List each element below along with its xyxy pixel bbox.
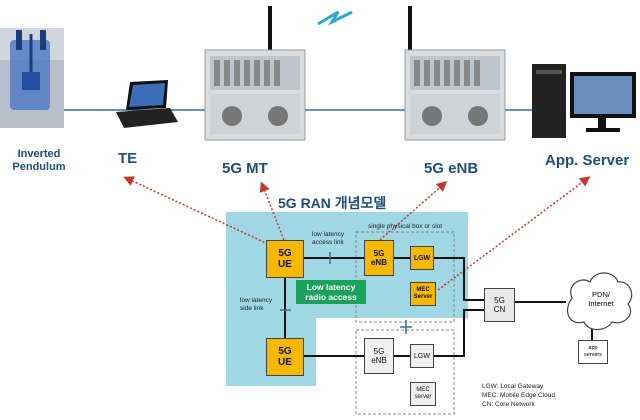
box-lgw-top: LGW xyxy=(410,246,434,270)
single-physical-box xyxy=(355,231,455,323)
app-server-image xyxy=(532,64,636,138)
connection-lines xyxy=(284,257,593,357)
box-5g-ue-top: 5G UE xyxy=(266,240,304,278)
wireless-zigzag-icon xyxy=(317,10,353,26)
diagram-title: 5G RAN 개념모델 xyxy=(278,195,387,211)
link-marks xyxy=(280,252,412,334)
note-low-latency-access: low latency access link xyxy=(312,231,345,246)
box-lgw-bottom: LGW xyxy=(410,344,434,368)
note-single-box: single physical box or slot xyxy=(368,223,443,230)
box-app-servers: app servers xyxy=(578,340,608,364)
pdn-internet-label: PDN/ Internet xyxy=(588,290,614,308)
arrow-to-server xyxy=(437,176,591,291)
inverted-pendulum-image xyxy=(0,28,64,128)
label-inverted-pendulum: Inverted Pendulum xyxy=(12,148,66,173)
arrow-to-enb xyxy=(379,181,448,241)
legend-cn: CN: Core Network xyxy=(482,401,535,408)
legend: LGW: Local Gateway MEC: Mobile Edge Clou… xyxy=(482,382,555,409)
enb-equipment-image xyxy=(404,6,506,141)
mt-equipment-image xyxy=(204,6,306,141)
pdn-cloud-icon xyxy=(567,272,633,331)
label-5g-enb: 5G eNB xyxy=(424,160,479,177)
low-latency-radio-access: Low latency radio access xyxy=(296,280,366,304)
legend-mec: MEC: Mobile Edge Cloud xyxy=(482,392,555,399)
label-te: TE xyxy=(118,150,138,167)
box-mec-server-top: MEC Server xyxy=(410,282,436,306)
box-5g-ue-bottom: 5G UE xyxy=(266,338,304,376)
laptop-icon xyxy=(116,80,178,128)
note-low-latency-side: low latency side link xyxy=(240,297,273,312)
label-5g-mt: 5G MT xyxy=(222,160,268,177)
box-5g-cn: 5G CN xyxy=(484,288,515,322)
label-app-server: App. Server xyxy=(545,152,630,169)
legend-lgw: LGW: Local Gateway xyxy=(482,383,544,390)
box-5g-enb-bottom: 5G eNB xyxy=(364,338,394,374)
box-5g-enb-top: 5G eNB xyxy=(364,240,394,276)
box-mec-server-bottom: MEC server xyxy=(410,382,436,406)
